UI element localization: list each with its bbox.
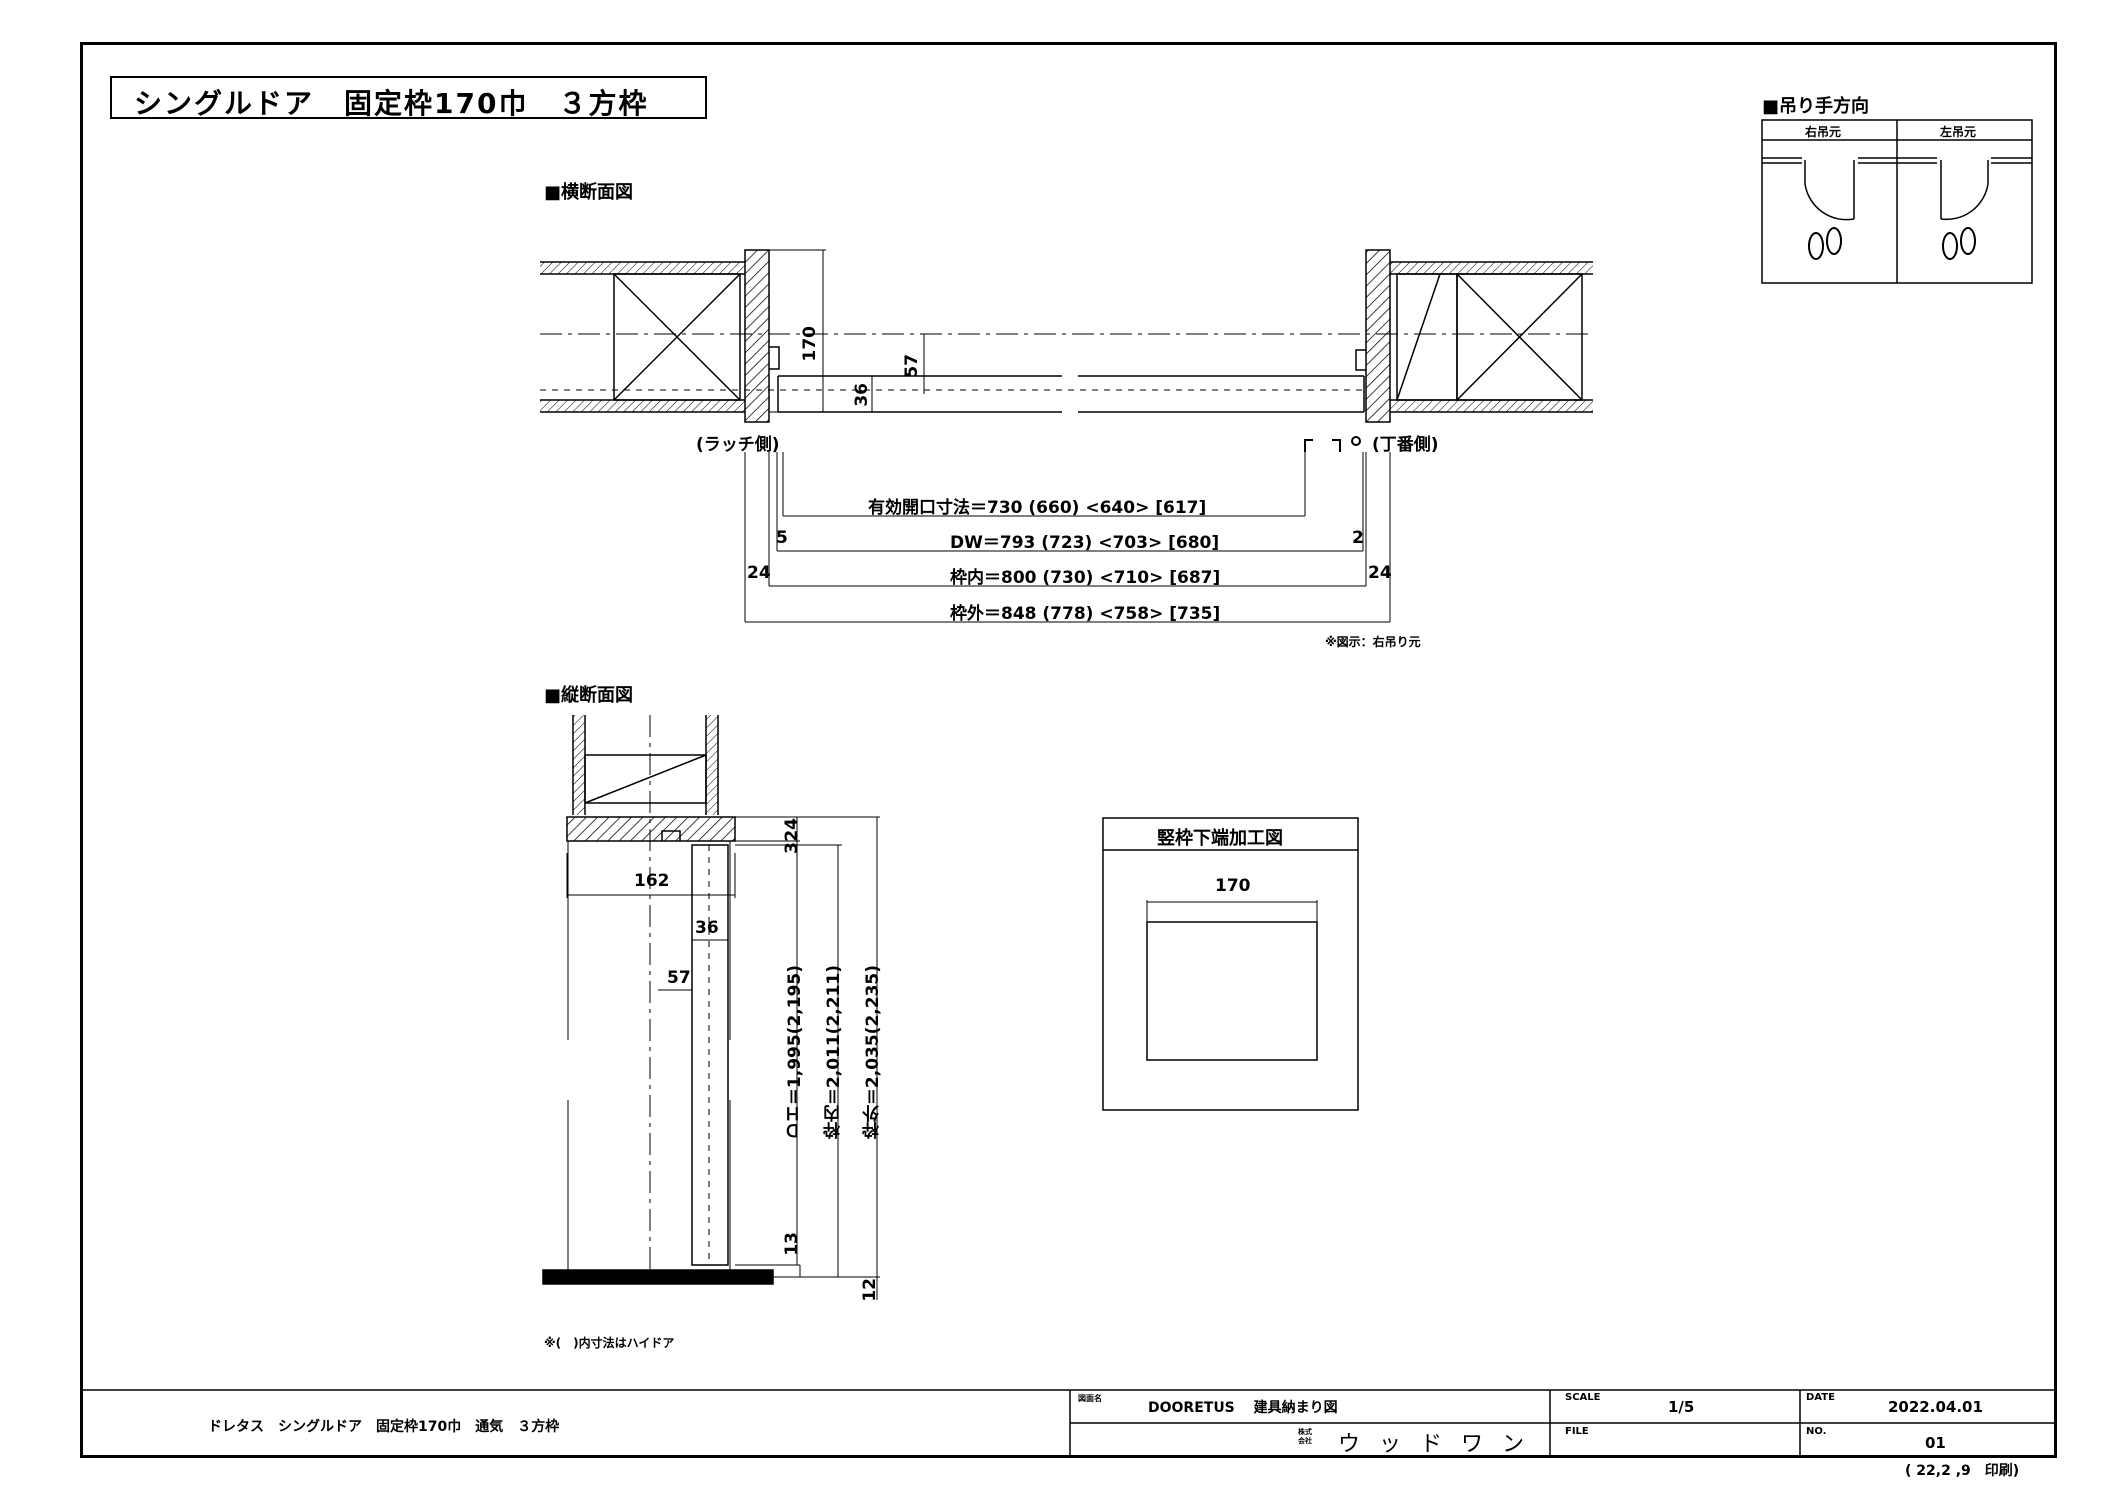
right-stop [1355,349,1366,371]
upper-wall [572,715,719,815]
right-wall [1390,261,1593,413]
head-jamb [566,816,736,842]
dim-24-left: 24 [747,563,771,583]
dim-57-vertical: 57 [667,968,691,988]
company-name: ウ ッ ド ワ ン [1338,1432,1530,1457]
dim-2: 2 [1352,528,1364,548]
right-jamb [1365,249,1391,423]
drawing-title: シングルドア 固定枠170巾 ３方枠 [110,76,707,120]
dim-lines-width [744,441,1391,623]
hinge-direction-box [1761,119,2033,284]
drawing-name-label: 図面名 [1078,1394,1102,1403]
left-wall [540,261,745,413]
dim-5: 5 [776,528,788,548]
dim-170-bottom: 170 [1215,876,1251,896]
file-label: FILE [1565,1426,1589,1437]
date-value: 2022.04.01 [1888,1398,1983,1416]
hinge-mark [1304,436,1361,452]
bottom-detail-box [1102,817,1359,1111]
horizontal-section-heading: ■横断面図 [544,182,634,203]
no-value: 01 [1925,1434,1946,1452]
effective-opening-dim: 有効開口寸法＝730 (660) <640> [617] [868,498,1207,518]
dim-170-horizontal: 170 [800,326,820,362]
dw-dim: DW＝793 (723) <703> [680] [950,533,1220,553]
left-stop [769,346,780,370]
hinge-direction-heading: ■吊り手方向 [1762,96,1870,117]
drawing-name: DOORETUS 建具納まり図 [1148,1400,1338,1416]
dim-36-vertical: 36 [695,918,719,938]
title-block [82,1389,2055,1456]
hinge-note: ※図示：右吊り元 [1325,635,1421,649]
dim-24-right: 24 [1368,563,1392,583]
door-leaf-vertical [691,844,729,1266]
frame-inner-vertical-dim: 枠内＝2,011(2,211) [824,965,844,1140]
high-door-note: ※( )内寸法はハイドア [544,1336,675,1350]
dim-lines-depth [769,249,925,413]
dh-dim: ＤＨ＝1,995(2,195) [785,965,805,1140]
vertical-dim-lines [566,816,880,1300]
scale-label: SCALE [1565,1392,1601,1403]
head-stop [661,830,681,841]
left-hinge-label: 左吊元 [1940,125,1977,139]
drawing-frame [80,42,2057,1458]
left-jamb [744,249,770,423]
frame-inner-dim: 枠内＝800 (730) <710> [687] [950,568,1221,588]
hinge-side-label: (丁番側) [1372,435,1439,455]
dim-3-vertical: 3 [782,842,802,854]
dim-12-vertical: 12 [860,1278,880,1302]
dim-57-horizontal: 57 [902,354,922,378]
frame-outer-dim: 枠外＝848 (778) <758> [735] [950,604,1221,624]
right-hinge-label: 右吊元 [1805,125,1842,139]
company-prefix: 株式会社 [1298,1428,1312,1445]
vertical-section-heading: ■縦断面図 [544,685,634,706]
dim-13-vertical: 13 [782,1232,802,1256]
floor [542,1269,774,1285]
drawing-description: ドレタス シングルドア 固定枠170巾 通気 ３方枠 [208,1419,560,1435]
dim-162: 162 [634,871,670,891]
bottom-detail-title: 竪枠下端加工図 [1157,828,1283,849]
no-label: NO. [1806,1426,1827,1437]
dim-36-horizontal: 36 [852,383,872,407]
date-label: DATE [1806,1392,1835,1403]
latch-side-label: (ラッチ側) [696,435,780,455]
print-note: ( 22,2 ,9 印刷) [1905,1463,2020,1479]
footprint-icon [1808,227,1976,260]
scale-value: 1/5 [1668,1398,1695,1416]
dim-24-vertical: 24 [782,818,802,842]
frame-outer-vertical-dim: 枠外＝2,035(2,235) [863,965,883,1140]
